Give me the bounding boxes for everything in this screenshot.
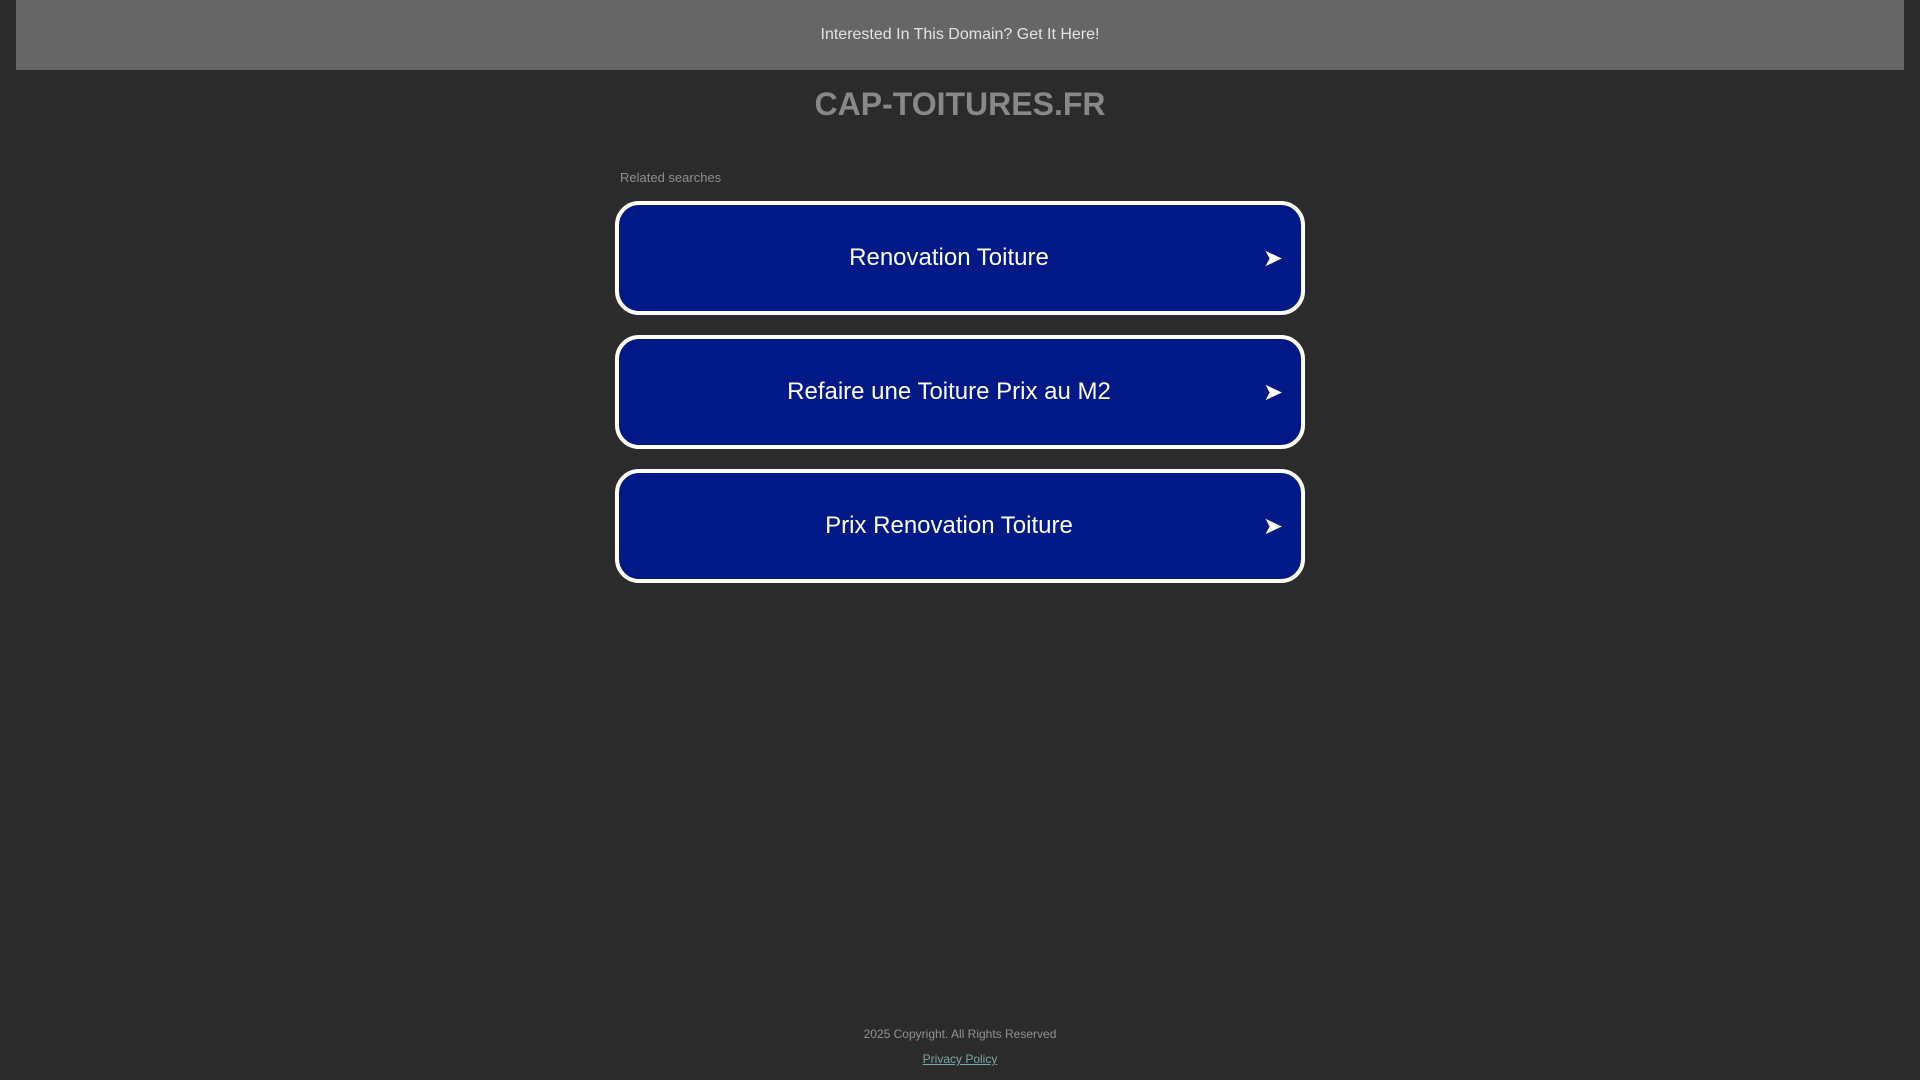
related-searches: Related searches Renovation Toiture ➤ Re… (615, 168, 1305, 603)
related-search-label: Prix Renovation Toiture (825, 512, 1073, 539)
related-search-button-prix-renovation-toiture[interactable]: Prix Renovation Toiture ➤ (615, 469, 1305, 583)
domain-offer-bar: Interested In This Domain? Get It Here! (16, 0, 1904, 70)
domain-offer-link[interactable]: Interested In This Domain? Get It Here! (820, 26, 1100, 43)
related-search-button-refaire-toiture-prix-m2[interactable]: Refaire une Toiture Prix au M2 ➤ (615, 335, 1305, 449)
arrow-right-icon: ➤ (1262, 378, 1283, 406)
site-title: CAP-TOITURES.FR (814, 86, 1106, 122)
related-search-button-renovation-toiture[interactable]: Renovation Toiture ➤ (615, 201, 1305, 315)
footer: 2025 Copyright. All Rights Reserved Priv… (0, 1025, 1920, 1068)
privacy-policy-link[interactable]: Privacy Policy (922, 1052, 998, 1066)
arrow-right-icon: ➤ (1262, 512, 1283, 540)
related-search-label: Renovation Toiture (849, 244, 1049, 271)
arrow-right-icon: ➤ (1262, 244, 1283, 272)
copyright-text: 2025 Copyright. All Rights Reserved (863, 1027, 1057, 1041)
related-searches-label: Related searches (620, 170, 722, 185)
related-search-label: Refaire une Toiture Prix au M2 (787, 378, 1111, 405)
